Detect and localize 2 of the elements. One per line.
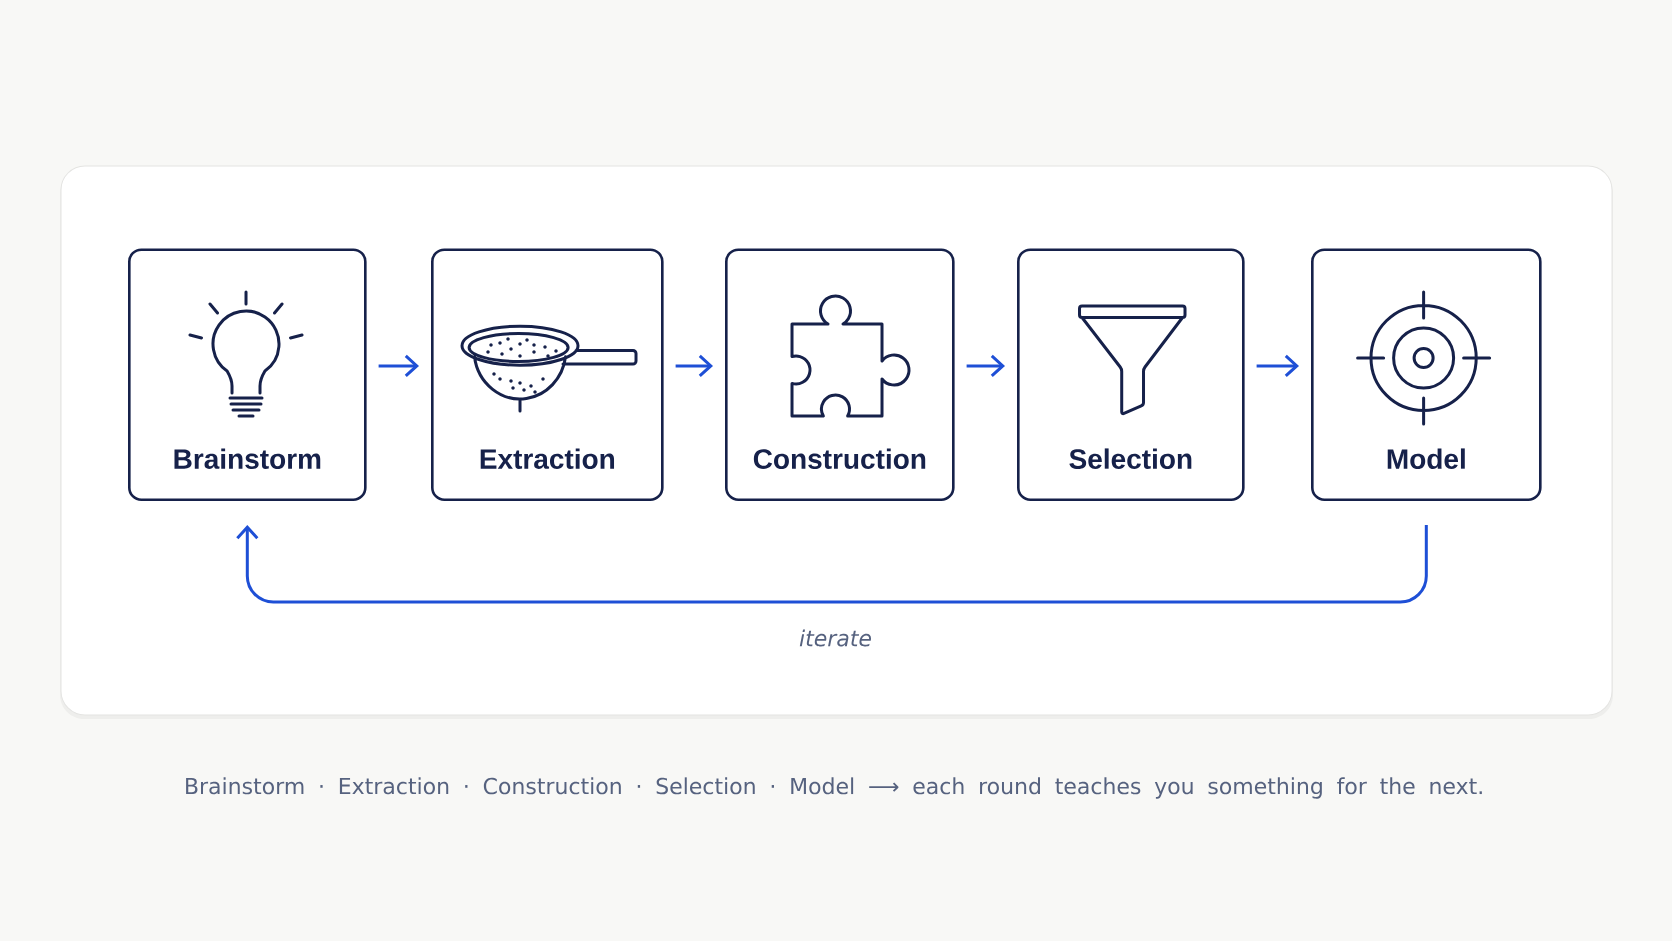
caption: Brainstorm · Extraction · Construction · Selection · Model ⟶ each round teaches you something for the next.: [186, 777, 1482, 799]
edge-label: iterate: [799, 629, 871, 647]
